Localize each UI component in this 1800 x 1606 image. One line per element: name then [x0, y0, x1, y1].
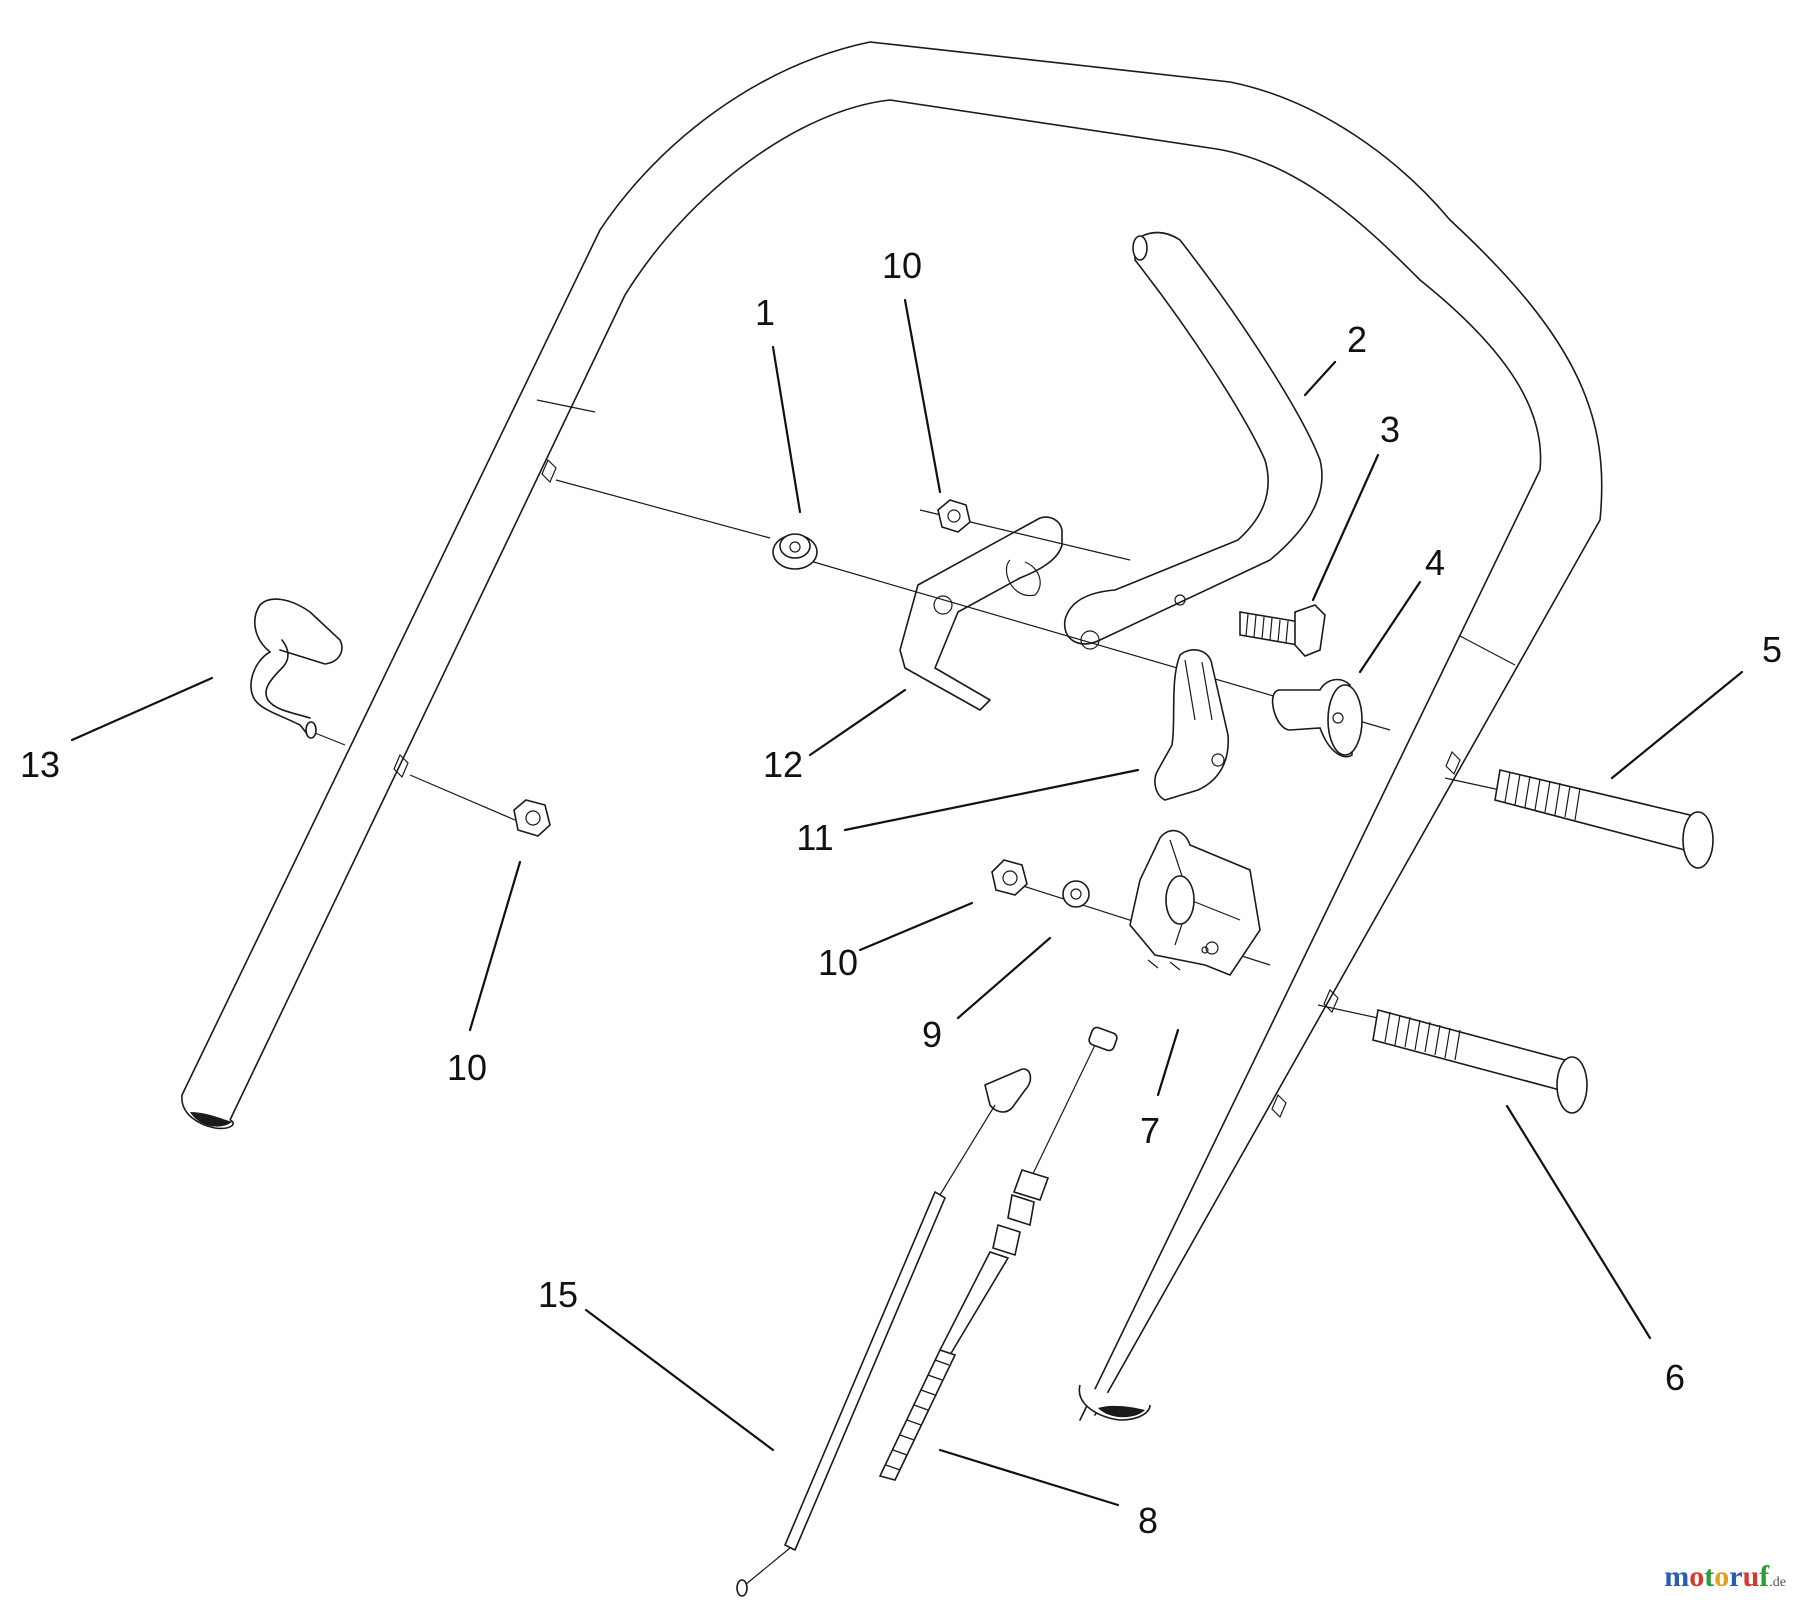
leader-15: [584, 1308, 775, 1452]
leader-7: [1156, 1028, 1180, 1097]
watermark-letter: o: [1714, 1560, 1730, 1593]
latch: [1154, 649, 1230, 801]
watermark-letter: f: [1759, 1560, 1770, 1593]
watermark-letter: r: [1729, 1560, 1743, 1593]
leader-5: [1610, 670, 1744, 780]
flange-nut: [772, 533, 818, 570]
nut-left: [513, 799, 551, 837]
bolt: [1239, 604, 1326, 657]
callout-2: 2: [1347, 319, 1367, 360]
bracket: [899, 516, 1063, 711]
washer: [1062, 880, 1090, 908]
spacer: [1271, 678, 1363, 758]
callout-11: 11: [796, 817, 833, 858]
wire-hook: [250, 598, 343, 739]
nut-middle: [991, 859, 1028, 896]
callout-10-mid: 10: [818, 942, 858, 983]
watermark-letter: o: [1689, 1560, 1705, 1593]
watermark-brand: motoruf: [1664, 1560, 1769, 1593]
leader-6: [1505, 1104, 1652, 1340]
callout-labels: 1 10 2 3 4 5 13 12 11 10 10 9 7 6 15 8: [20, 245, 1782, 1541]
callout-4: 4: [1425, 542, 1445, 583]
carriage-bolt-upper: [1494, 769, 1714, 869]
leader-10-mid: [858, 901, 974, 952]
callout-3: 3: [1380, 409, 1400, 450]
callout-7: 7: [1140, 1110, 1160, 1151]
leader-13: [70, 676, 214, 742]
bail-lever: [1064, 231, 1323, 650]
callout-10-top: 10: [882, 245, 922, 286]
watermark-letter: t: [1704, 1560, 1715, 1593]
leader-3: [1311, 453, 1380, 602]
nut-upper: [937, 499, 971, 533]
watermark-logo: motoruf.de: [1664, 1560, 1786, 1594]
callout-15: 15: [538, 1274, 578, 1315]
watermark-suffix: .de: [1769, 1575, 1786, 1590]
callout-13: 13: [20, 744, 60, 785]
leader-4: [1358, 580, 1422, 674]
cable-clamp: [1129, 829, 1261, 976]
leader-11: [843, 768, 1140, 832]
watermark-letter: m: [1664, 1560, 1690, 1593]
callout-8: 8: [1138, 1500, 1158, 1541]
leader-2: [1303, 360, 1337, 397]
carriage-bolt-lower: [1372, 1008, 1588, 1114]
assembly-axis-lines: [314, 479, 1501, 1019]
callout-9: 9: [922, 1014, 942, 1055]
leader-10-top: [903, 298, 942, 494]
leader-8: [938, 1448, 1120, 1507]
leader-12: [808, 688, 907, 757]
leader-1: [771, 345, 802, 514]
leader-10-left: [468, 860, 522, 1032]
control-cable-right: [878, 1026, 1118, 1481]
callout-6: 6: [1665, 1357, 1685, 1398]
handle-tube: [181, 41, 1603, 1421]
control-cable-left: [736, 1068, 1032, 1597]
leader-lines: [70, 298, 1744, 1507]
callout-10-left: 10: [447, 1047, 487, 1088]
callout-5: 5: [1762, 629, 1782, 670]
callout-12: 12: [763, 744, 803, 785]
callout-1: 1: [755, 292, 775, 333]
watermark-letter: u: [1742, 1560, 1760, 1593]
leader-9: [956, 936, 1052, 1020]
